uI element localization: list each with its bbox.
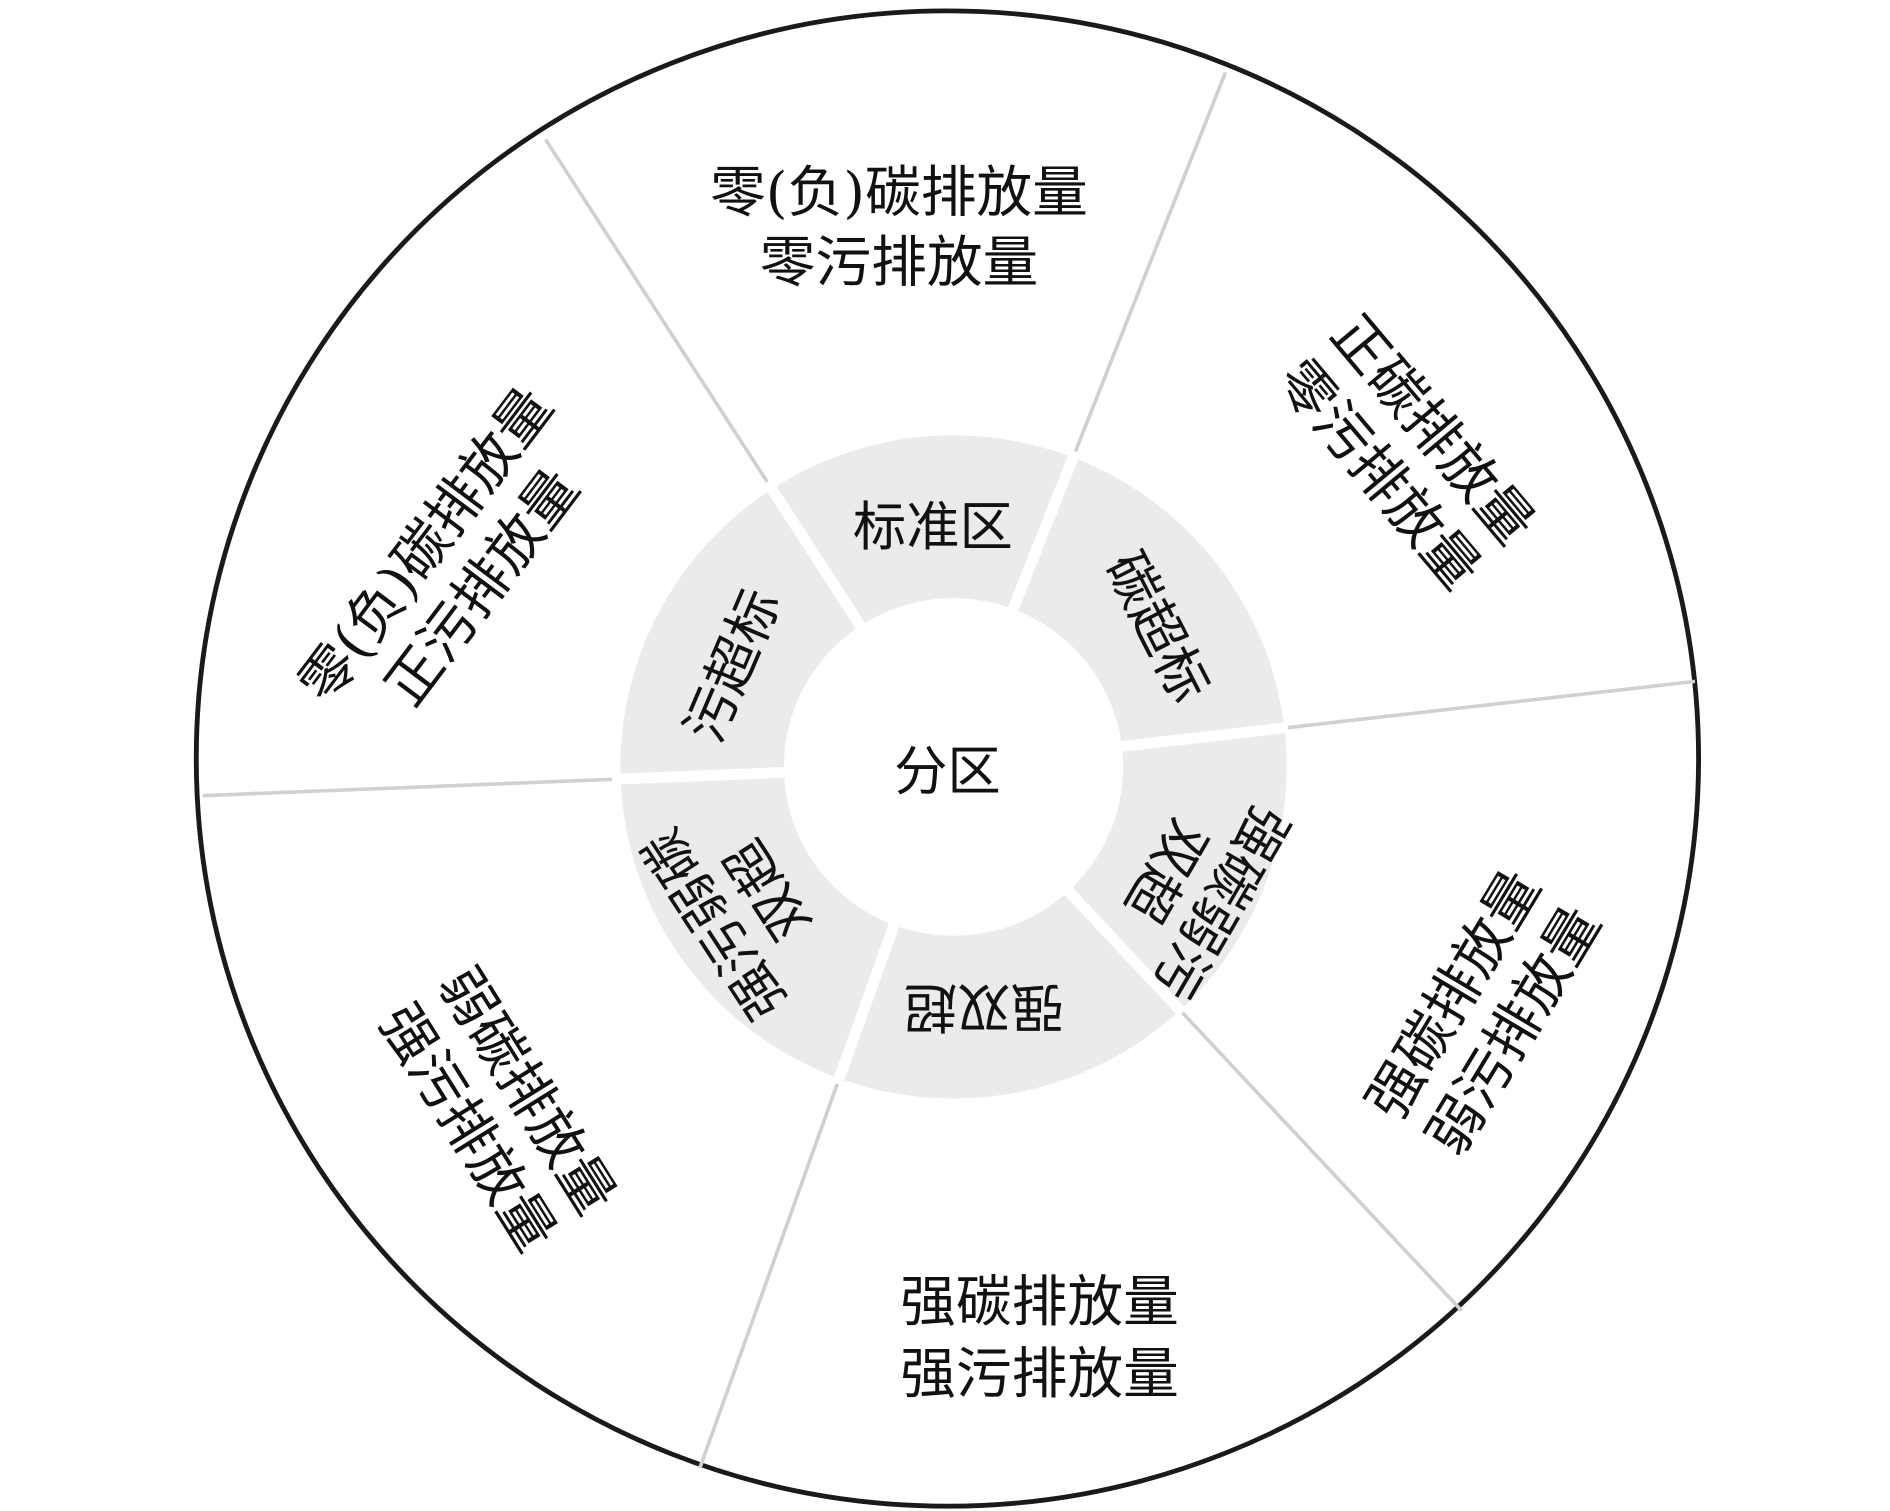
inner-strong-double: 强双超 — [904, 976, 1064, 1038]
ring-divider — [609, 766, 788, 785]
outer-top: 零(负)碳排放量 零污排放量 — [710, 161, 1088, 296]
sector-divider — [1073, 71, 1228, 453]
center-label: 分区 — [894, 741, 1001, 803]
center-circle — [783, 598, 1124, 936]
outer-line-2: 零污排放量 — [760, 230, 1039, 295]
outer-bottom: 强碳排放量 强污排放量 — [900, 1270, 1179, 1407]
ring-divider — [761, 476, 868, 632]
ring-divider — [1058, 881, 1189, 1019]
outer-line-2: 强污排放量 — [900, 1342, 1179, 1407]
sector-divider — [202, 777, 613, 798]
ring-divider — [831, 917, 902, 1088]
sector-divider — [698, 1083, 839, 1469]
sector-divider — [1287, 679, 1696, 730]
outer-line-1: 零(负)碳排放量 — [710, 161, 1088, 226]
inner-standard-zone: 标准区 — [853, 496, 1013, 558]
sector-divider — [1181, 1011, 1464, 1313]
ring-divider — [1112, 721, 1292, 753]
outer-line-1: 强碳排放量 — [900, 1270, 1179, 1335]
sector-divider — [543, 138, 769, 483]
ring-divider — [1005, 447, 1082, 617]
